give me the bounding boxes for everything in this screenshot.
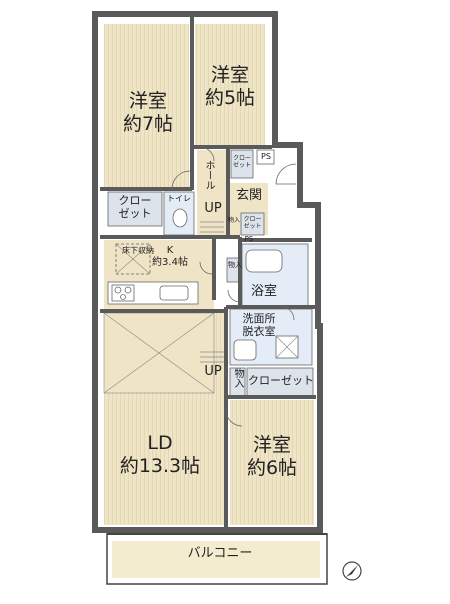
ps-1-label: PS [261, 152, 271, 161]
hall-floor [197, 150, 227, 235]
stove [111, 284, 135, 302]
window-marks [120, 13, 305, 530]
bathtub [245, 249, 283, 273]
closet-left-floor [107, 191, 163, 227]
hall-label: ホール [203, 160, 214, 190]
ld-label: LD 約13.3帖 [119, 432, 201, 477]
sink [159, 285, 189, 301]
room-western5-floor [195, 24, 265, 145]
compass-icon [342, 561, 362, 581]
room-western7-floor [104, 24, 189, 187]
underfloor-storage [115, 243, 151, 275]
entrance-label: 玄関 [235, 188, 262, 203]
door-swings [171, 146, 297, 427]
underfloor-label: 床下収納 [122, 246, 154, 255]
western6-label: 洋室 約6帖 [246, 434, 298, 479]
closet-small-1-floor [230, 149, 254, 179]
balcony-label: バルコニー [187, 546, 253, 561]
balcony-floor [112, 541, 320, 578]
washbasin [233, 339, 257, 361]
closet-right-floor [246, 367, 314, 397]
western7-label: 洋室 約7帖 [122, 90, 174, 135]
storage-3-label: 物入 [232, 368, 243, 388]
closet-left-label: クロー ゼット [118, 194, 152, 221]
interior-walls [100, 16, 316, 528]
closet-small-2-floor [240, 212, 265, 236]
toilet-label: トイレ [167, 194, 191, 203]
kitchen-label: K 約3.4帖 [152, 245, 188, 268]
washroom-label: 洗面所 脱衣室 [242, 312, 276, 339]
room-western6-floor [230, 400, 314, 525]
ps-2-label: PS [244, 235, 254, 243]
closet-small-1-label: クロー ゼット [232, 155, 251, 169]
storage-1-label: 物入 [228, 261, 242, 269]
closet-small-2-label: クロー ゼット [243, 216, 262, 230]
western5-label: 洋室 約5帖 [204, 64, 256, 109]
closet-right-label: クローゼット [248, 374, 314, 387]
storage-2-label: 物入 [228, 217, 241, 224]
ps-1-box [256, 149, 275, 165]
bath-label: 浴室 [250, 284, 277, 299]
up-1-label: UP [204, 201, 222, 216]
stair-marks [200, 221, 224, 363]
up-2-label: UP [204, 364, 222, 379]
